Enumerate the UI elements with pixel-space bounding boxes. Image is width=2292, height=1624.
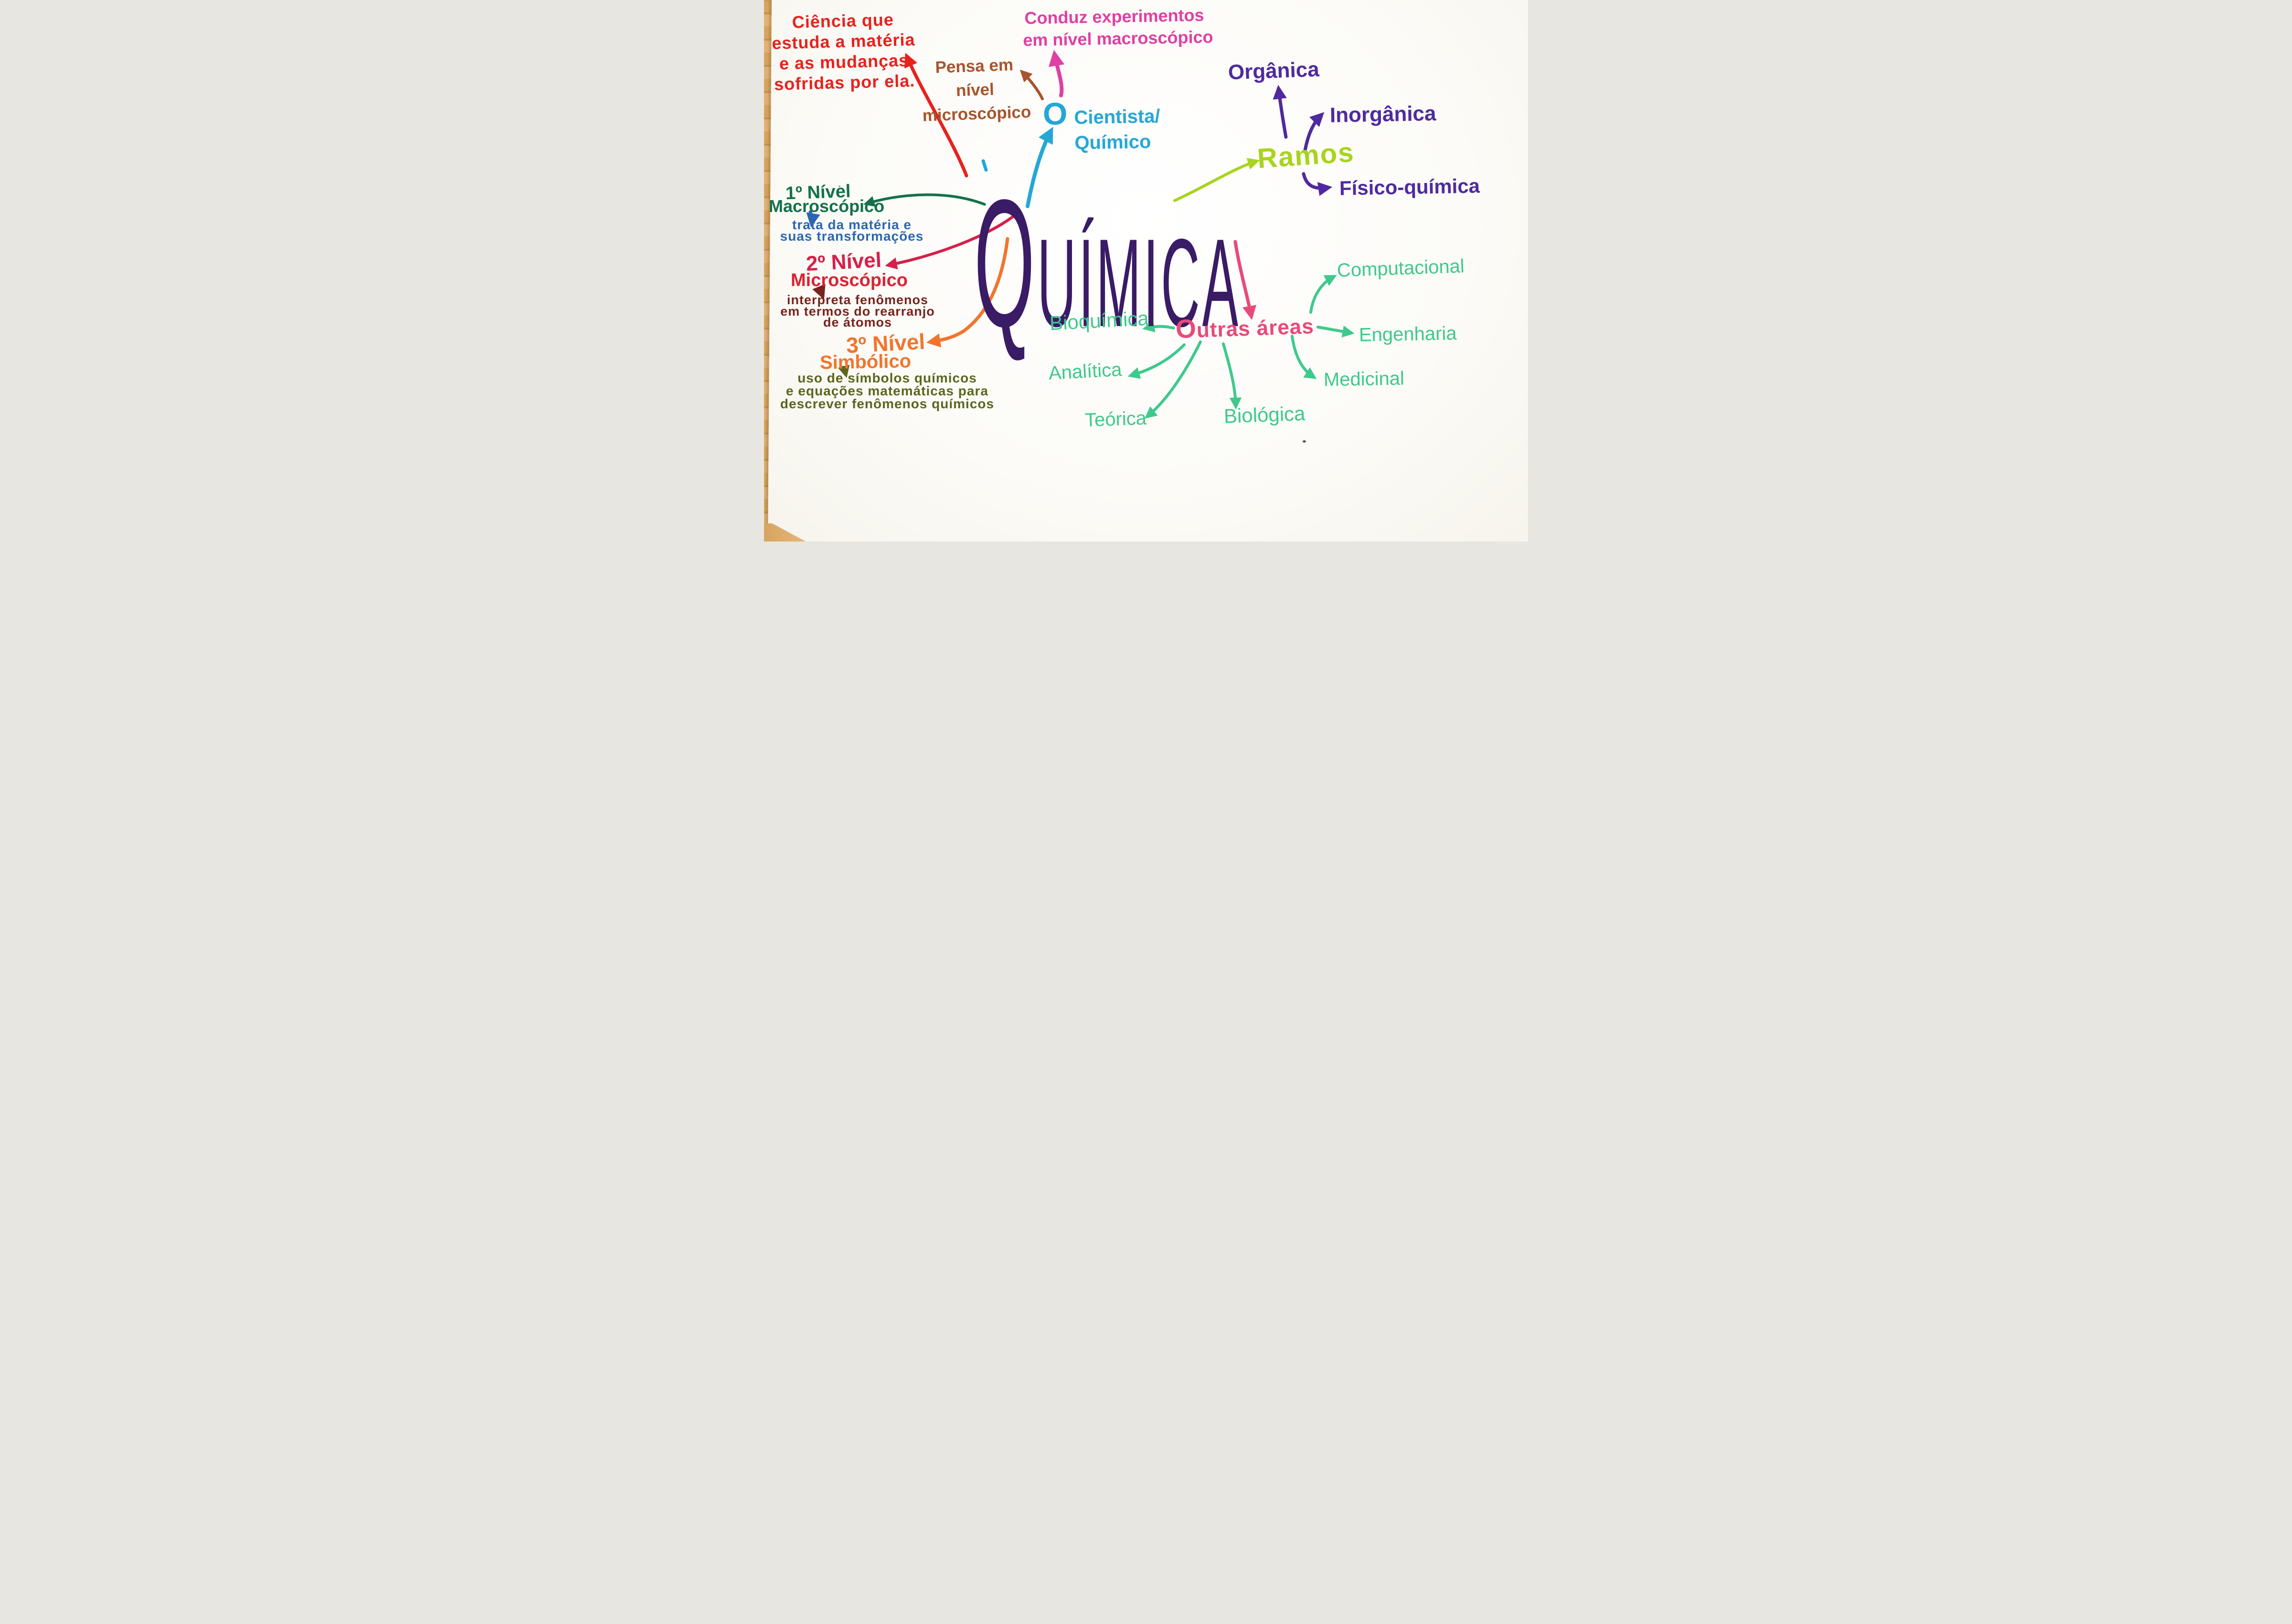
level3-description: uso de símbolos químicos e equações mate… [772, 371, 1003, 411]
arrow-to-engenharia [1316, 325, 1355, 338]
level2-subtitle: Microscópico [791, 270, 908, 290]
central-topic: QUÍMICA [974, 162, 1241, 365]
area-medicinal: Medicinal [1323, 368, 1405, 391]
scientist-node: Cientista/ Químico [1074, 104, 1161, 156]
ink-dot [838, 185, 840, 187]
arrow-to-fisico [1302, 172, 1333, 196]
area-teorica: Teórica [1084, 407, 1147, 431]
level1-desc-line: suas transformações [780, 229, 924, 244]
arrow-to-conducts [1049, 50, 1065, 97]
thinks-line: microscópico [922, 102, 1031, 125]
level1-desc-line: trata da matéria e [792, 217, 912, 232]
arrow-to-medicinal [1291, 335, 1317, 379]
conducts-line: em nível macroscópico [1023, 27, 1213, 50]
thinks-line: Pensa em [934, 55, 1014, 77]
mind-map-photo: QUÍMICA Ciência que estuda a matéria e a… [764, 0, 1528, 541]
scientist-line: Químico [1074, 131, 1151, 154]
scientist-thinks-text: Pensa em nível microscópico [920, 53, 1031, 128]
ramos-node: Ramos [1256, 136, 1356, 175]
area-engenharia: Engenharia [1358, 323, 1457, 346]
area-biologica: Biológica [1223, 402, 1306, 427]
scientist-line: Cientista/ [1074, 106, 1160, 128]
level2-desc-line: de átomos [823, 315, 892, 329]
area-computacional: Computacional [1337, 255, 1465, 281]
area-analitica: Analítica [1048, 359, 1123, 384]
conducts-line: Conduz experimentos [1024, 5, 1204, 28]
arrow-to-computacional [1309, 275, 1337, 314]
level3-desc-line: uso de símbolos químicos [797, 371, 977, 385]
ramos-child-organica: Orgânica [1228, 57, 1320, 85]
level1-description: trata da matéria e suas transformações [769, 217, 935, 244]
table-edge-corner [764, 523, 809, 541]
ramos-child-inorganica: Inorgânica [1329, 102, 1436, 127]
ink-dot [1303, 440, 1306, 443]
definition-text: Ciência que estuda a matéria e as mudanç… [767, 9, 921, 95]
ramos-child-fisico-quimica: Físico-química [1339, 174, 1480, 200]
level2-desc-line: interpreta fenômenos [786, 293, 929, 307]
arrow-to-level1 [863, 193, 986, 207]
level2-description: interpreta fenômenos em termos do rearra… [770, 293, 945, 329]
definition-line: sofridas por ela. [774, 71, 915, 94]
scientist-article: O [1043, 96, 1068, 131]
scientist-conducts-text: Conduz experimentos em nível macroscópic… [1022, 4, 1213, 52]
arrow-to-organica [1273, 85, 1288, 139]
outras-areas-node: Outras áreas [1175, 313, 1315, 344]
thinks-line: nível [955, 80, 995, 100]
level2-desc-line: em termos do rearranjo [780, 304, 935, 318]
level1-subtitle: Macroscópico [769, 196, 885, 216]
level3-desc-line: descrever fenômenos químicos [780, 396, 995, 411]
level3-desc-line: e equações matemáticas para [786, 383, 988, 398]
